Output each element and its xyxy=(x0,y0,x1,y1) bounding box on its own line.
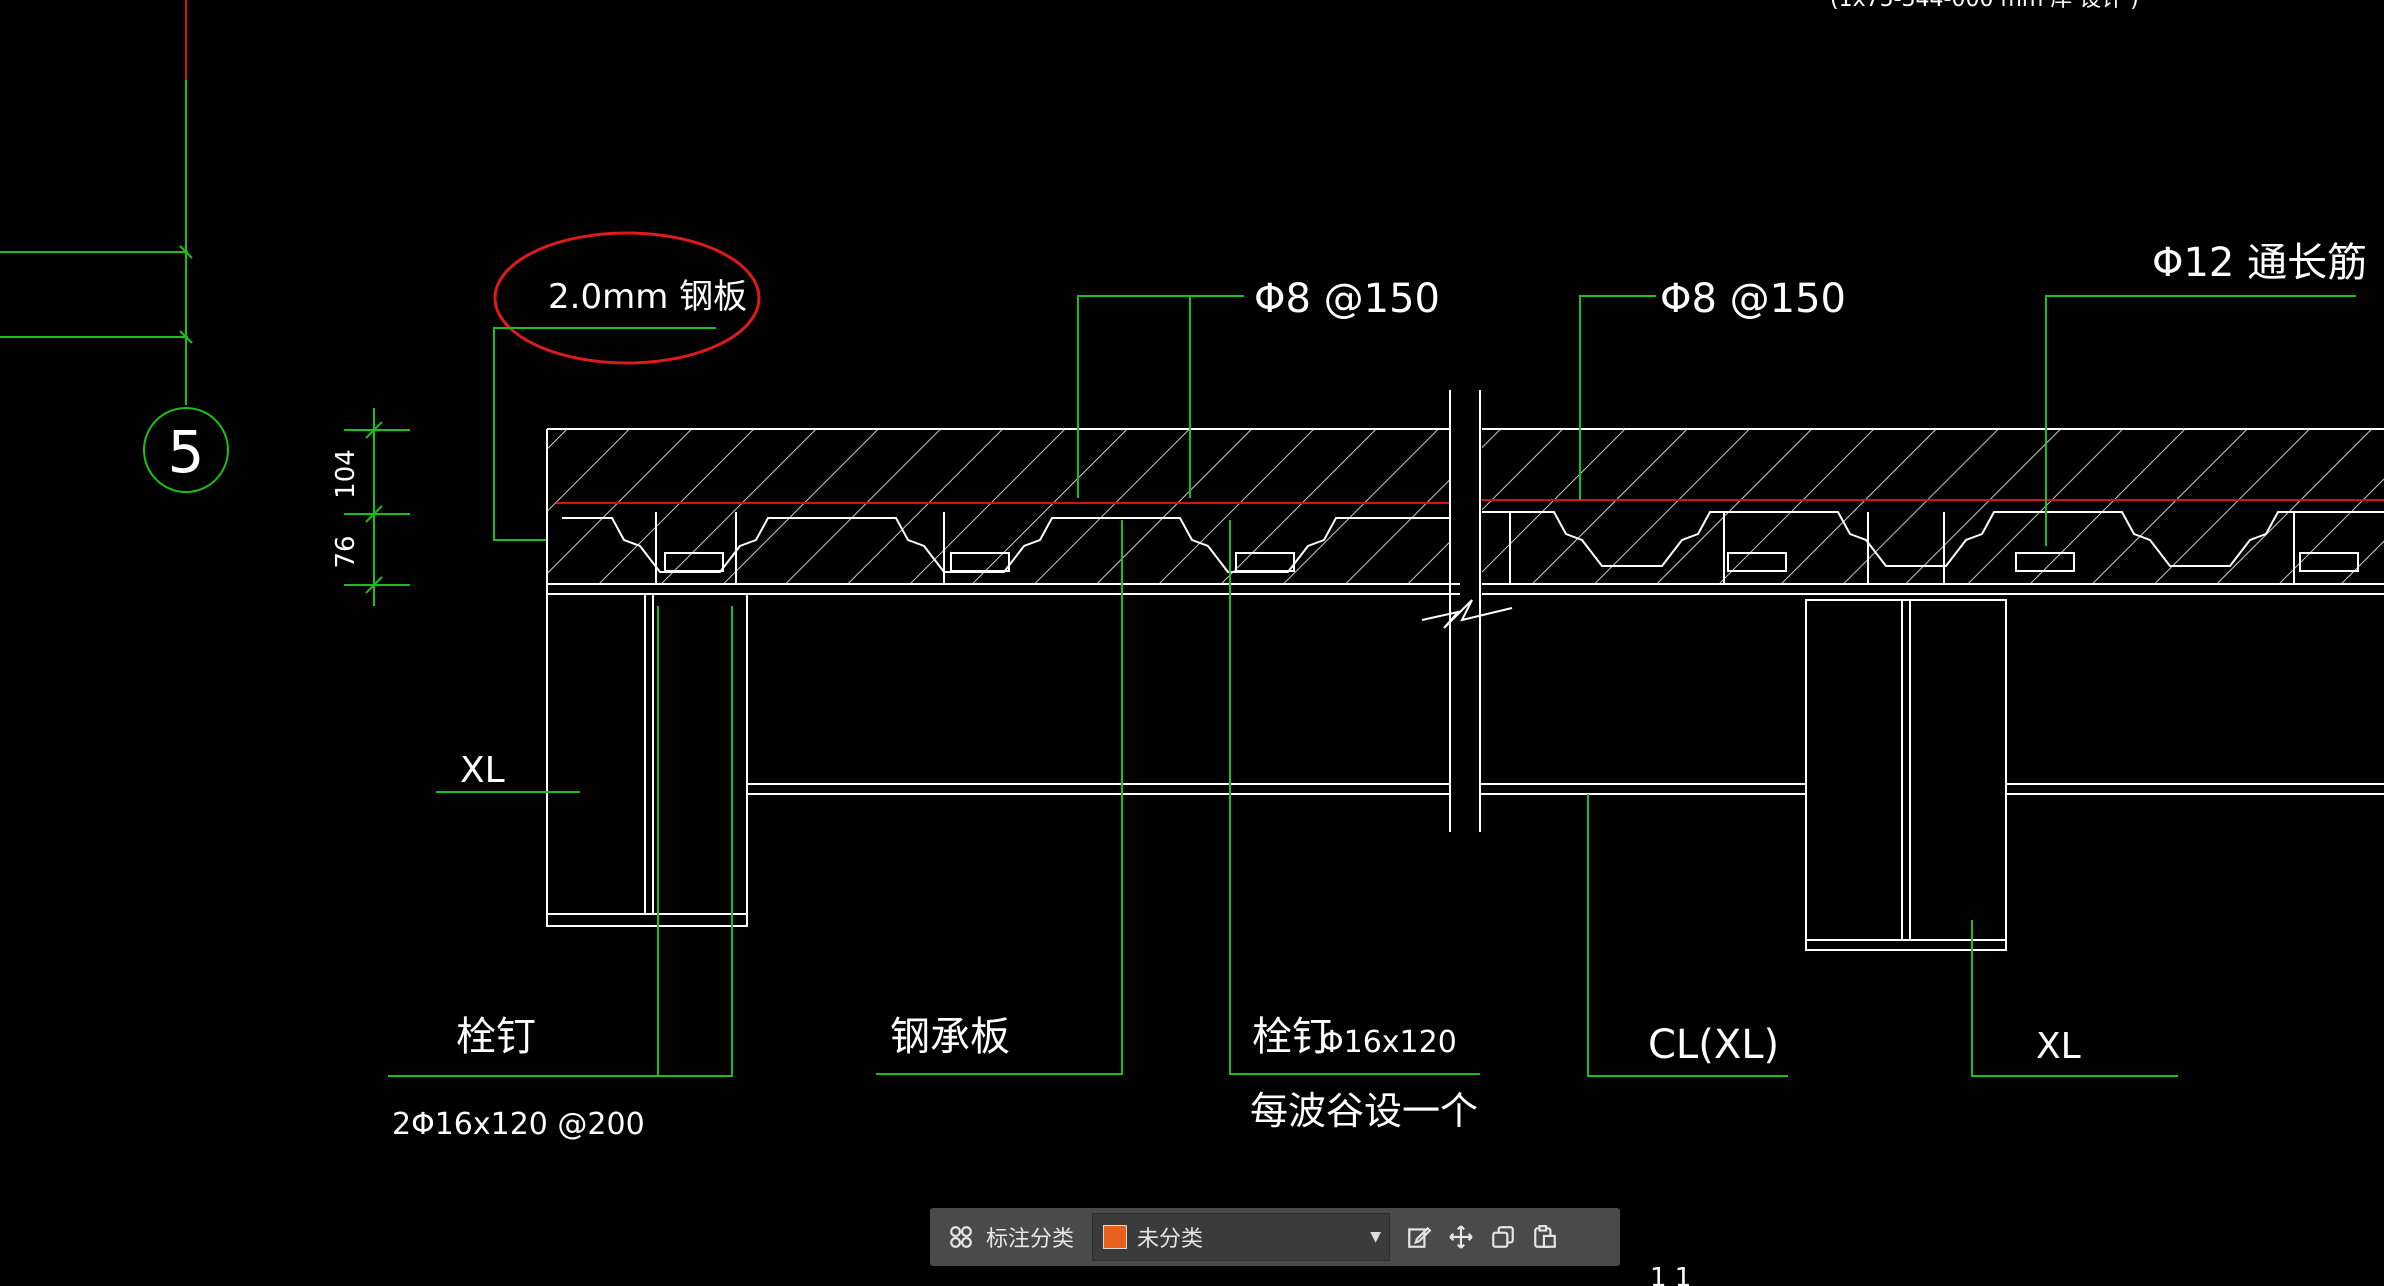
stud-label: 栓钉 xyxy=(456,1014,536,1060)
paste-icon[interactable] xyxy=(1524,1216,1566,1258)
rebar-callout-right: Φ8 @150 xyxy=(1579,276,1846,500)
selected-category: 未分类 xyxy=(1137,1227,1204,1252)
cl-callout: CL(XL) xyxy=(1587,794,1788,1077)
category-label: 标注分类 xyxy=(986,1227,1075,1252)
grid-icon[interactable] xyxy=(940,1216,982,1258)
axis-bubble-label: 5 xyxy=(168,418,205,486)
beam-left-tag: XL xyxy=(460,750,505,791)
break-line xyxy=(1421,390,1513,832)
rebar-callout-left: Φ8 @150 xyxy=(1077,276,1440,498)
bottom-fragment: 1 1 xyxy=(1650,1263,1691,1286)
top-note-fragment: (1x75-344-000 mm 岸 设计 ) xyxy=(1830,0,2139,12)
steel-plate-note: 2.0mm 钢板 xyxy=(548,277,747,317)
deck-callout: 钢承板 xyxy=(876,520,1123,1075)
highlight-circle xyxy=(493,231,761,365)
right-beam xyxy=(1805,599,2007,951)
stud2-spec: Φ16x120 xyxy=(1320,1025,1457,1060)
category-dropdown[interactable]: 未分类 ▼ xyxy=(1092,1213,1391,1261)
stud2-note: 每波谷设一个 xyxy=(1250,1089,1478,1133)
steel-plate-callout: 2.0mm 钢板 xyxy=(493,231,761,541)
stud-callout: 栓钉 2Φ16x120 @200 xyxy=(388,606,733,1142)
deck-label: 钢承板 xyxy=(890,1014,1010,1060)
edit-icon[interactable] xyxy=(1398,1216,1440,1258)
copy-icon[interactable] xyxy=(1482,1216,1524,1258)
category-color-swatch xyxy=(1103,1225,1128,1249)
rebar-left-label: Φ8 @150 xyxy=(1254,276,1440,322)
concrete-slab xyxy=(546,428,2384,595)
rebar-right-label: Φ8 @150 xyxy=(1660,276,1846,322)
axis-5-marker: 5 xyxy=(0,0,229,493)
rebar-callout-top: Φ12 通长筋 xyxy=(2045,240,2367,546)
move-icon[interactable] xyxy=(1440,1216,1482,1258)
beam-right-tag: XL xyxy=(2036,1026,2081,1067)
cl-label: CL(XL) xyxy=(1648,1022,1779,1068)
stud2-label: 栓钉 xyxy=(1252,1014,1332,1060)
stud2-callout: 栓钉 Φ16x120 每波谷设一个 xyxy=(1229,520,1480,1133)
chevron-down-icon: ▼ xyxy=(1370,1229,1382,1245)
dimension-76: 76 xyxy=(331,535,361,568)
annotation-toolbar: 标注分类 未分类 ▼ xyxy=(930,1208,1620,1266)
beam-left-callout: XL xyxy=(436,750,580,793)
dimension-104: 104 xyxy=(331,449,361,499)
rebar-top-label: Φ12 通长筋 xyxy=(2152,240,2367,286)
stud-spec: 2Φ16x120 @200 xyxy=(392,1107,645,1142)
beam-right-callout: XL xyxy=(1971,920,2178,1077)
left-beam xyxy=(546,593,748,927)
slab-dimension: 104 76 xyxy=(331,408,410,606)
